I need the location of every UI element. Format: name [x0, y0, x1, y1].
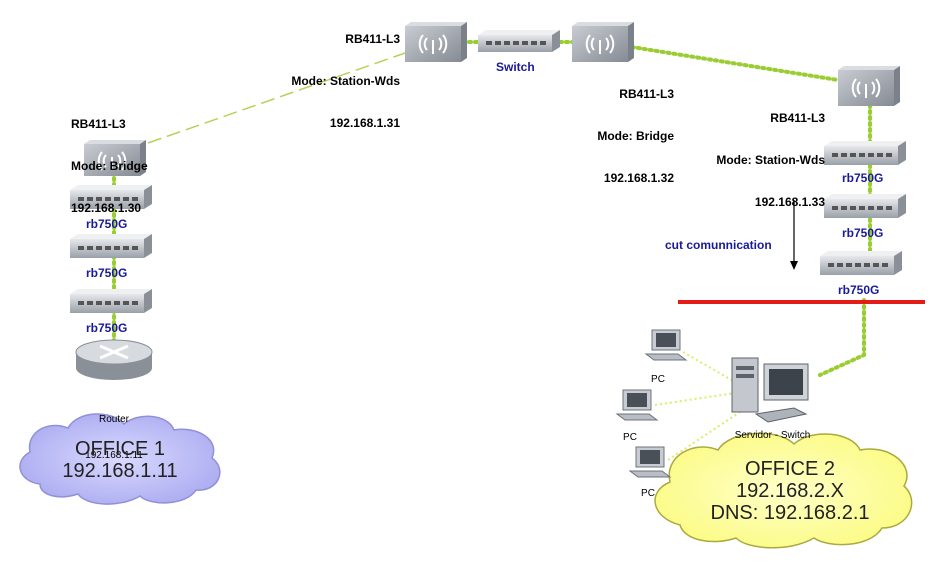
wireless-link-office1: [147, 51, 409, 144]
radio-backbone-left-ip: 192.168.1.31: [329, 116, 400, 130]
switch-office1-1-label: rb750G: [86, 217, 128, 231]
router-name: Router: [98, 414, 129, 425]
switch-office1-2-icon: [70, 234, 152, 258]
radio-backbone-right-label: RB411-L3 Mode: Bridge 192.168.1.32: [574, 59, 674, 199]
pc2-link: [654, 392, 736, 406]
switch-office2-2-label: rb750G: [842, 226, 884, 240]
wireless-link-office2: [630, 45, 840, 82]
cut-arrow-head: [790, 261, 798, 270]
office2-cloud: [654, 432, 913, 549]
radio-office2-mode: Mode: Station-Wds: [716, 153, 825, 167]
radio-backbone-left-label: RB411-L3 Mode: Station-Wds 192.168.1.31: [260, 4, 400, 144]
office1-name: OFFICE 1: [74, 438, 165, 460]
pc-1-icon: [644, 329, 688, 361]
radio-office2-icon: [838, 66, 900, 106]
server-icon: [731, 357, 809, 423]
office2-dns: DNS: 192.168.2.1: [710, 502, 870, 524]
switch-office2-1-label: rb750G: [842, 171, 884, 185]
radio-office2-model: RB411-L3: [770, 111, 825, 125]
pc-2-icon: [615, 389, 659, 421]
radio-office1-label: RB411-L3 Mode: Bridge 192.168.1.30: [71, 89, 148, 229]
office1-ip: 192.168.1.11: [62, 460, 178, 482]
switch-office1-3-label: rb750G: [86, 321, 128, 335]
office2-network: 192.168.2.X: [736, 480, 844, 502]
switch-office1-2-label: rb750G: [86, 266, 128, 280]
switch-office2-2-icon: [824, 194, 906, 218]
pc-1-label: PC: [651, 374, 665, 385]
radio-office1-mode: Mode: Bridge: [71, 159, 148, 173]
radio-office1-model: RB411-L3: [71, 117, 126, 131]
router-ip: 192.168.1.11: [85, 450, 143, 461]
radio-office2-ip: 192.168.1.33: [754, 195, 825, 209]
backbone-switch-label: Switch: [496, 60, 535, 74]
switch-office2-3-label: rb750G: [838, 283, 880, 297]
pc1-link: [682, 351, 736, 383]
switch-office2-1-icon: [824, 141, 906, 165]
radio-backbone-right-model: RB411-L3: [619, 87, 674, 101]
switch-office2-3-icon: [820, 251, 902, 275]
router-label: Router 192.168.1.11: [66, 390, 162, 474]
radio-backbone-right-icon: [572, 22, 634, 62]
radio-backbone-left-icon: [405, 22, 467, 62]
office1-cloud: [19, 413, 221, 505]
radio-office1-icon: [84, 140, 146, 176]
pc-3-icon: [628, 446, 672, 478]
cut-communication-label: cut comunnication: [665, 238, 772, 252]
radio-office1-ip: 192.168.1.30: [71, 201, 142, 215]
office2-cloud-label: OFFICE 2 192.168.2.X DNS: 192.168.2.1: [690, 458, 890, 524]
radio-backbone-right-mode: Mode: Bridge: [597, 129, 674, 143]
radio-backbone-left-model: RB411-L3: [345, 32, 400, 46]
radio-office2-label: RB411-L3 Mode: Station-Wds 192.168.1.33: [685, 83, 825, 223]
office2-name: OFFICE 2: [744, 458, 835, 480]
pc-2-label: PC: [623, 432, 637, 443]
backbone-switch-icon: [478, 30, 560, 52]
office1-cloud-label: OFFICE 1 192.168.1.11: [30, 438, 210, 482]
radio-backbone-right-ip: 192.168.1.32: [603, 171, 674, 185]
switch-office1-3-icon: [70, 289, 152, 313]
switch-office1-1-icon: [70, 185, 152, 209]
pc-3-label: PC: [641, 488, 655, 499]
router-icon: [75, 339, 153, 380]
radio-backbone-left-mode: Mode: Station-Wds: [291, 74, 400, 88]
server-label: Servidor - Switch: [734, 430, 811, 441]
link-to-server: [818, 298, 866, 377]
